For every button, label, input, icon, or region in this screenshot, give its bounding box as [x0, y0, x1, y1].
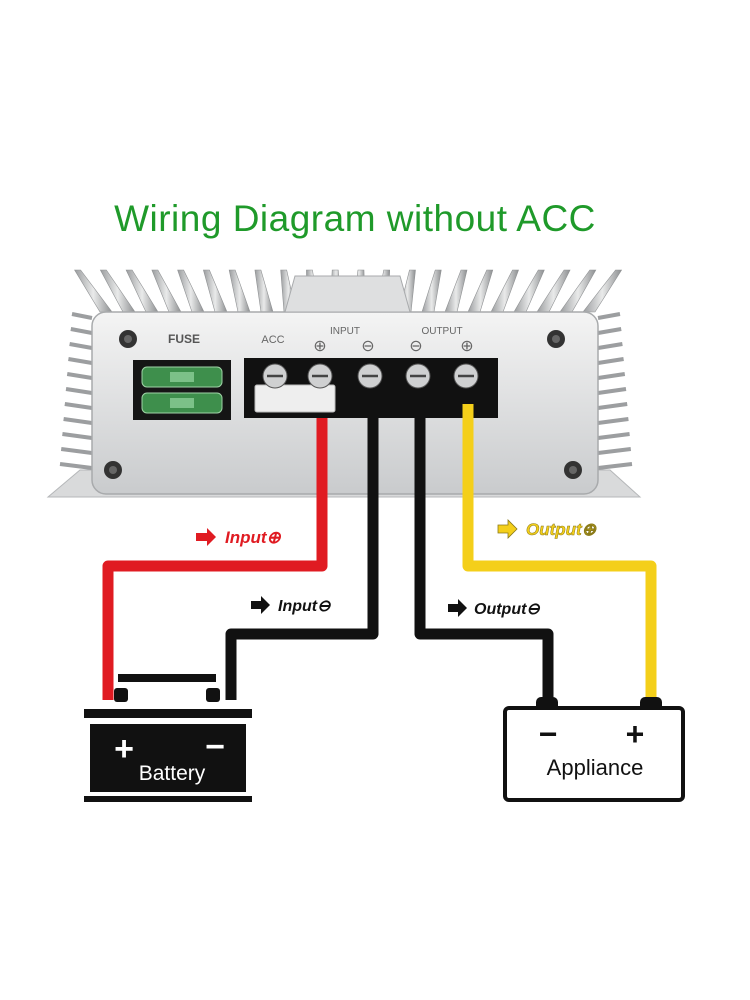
heatsink-side-fin: [597, 327, 622, 335]
diagram-title: Wiring Diagram without ACC: [114, 198, 596, 239]
heatsink-fin: [228, 269, 251, 313]
input-label: INPUT: [330, 326, 360, 337]
battery-body: [90, 724, 246, 792]
terminal-screw-icon: [262, 363, 288, 389]
acc-jumper: [254, 384, 336, 413]
heatsink-side-fin: [597, 417, 629, 425]
arrow-right-icon: [196, 528, 216, 546]
appliance-label: Appliance: [547, 755, 644, 780]
heatsink-fin: [467, 269, 494, 313]
label-output-positive-text: Output⊕: [526, 520, 597, 539]
label-output-negative: Output⊖: [448, 599, 540, 618]
terminal-screw-icon: [357, 363, 383, 389]
terminal-screw-icon: [453, 363, 479, 389]
battery-label: Battery: [139, 762, 206, 785]
mounting-tab: [284, 275, 411, 313]
heatsink-side-fin: [597, 432, 630, 440]
label-output-negative-text: Output⊖: [474, 601, 540, 618]
screw-icon: [564, 461, 582, 479]
terminal-screws: [262, 363, 479, 389]
heatsink-side-fin: [59, 462, 93, 470]
wire-output-negative: [414, 404, 554, 702]
converter-device: FUSE ACC INPUT OUTPUT ⊕ ⊖ ⊖ ⊕: [46, 269, 642, 498]
heatsink-side-fin: [62, 432, 93, 440]
fuse-label: FUSE: [168, 332, 200, 346]
heatsink-fin: [421, 269, 442, 313]
label-input-negative: Input⊖: [251, 596, 331, 615]
label-input-positive: Input⊕: [196, 528, 282, 547]
terminal-screw-icon: [307, 363, 333, 389]
battery-base: [84, 796, 252, 802]
arrow-right-icon: [448, 599, 467, 617]
heatsink-fin: [513, 269, 545, 313]
terminal-symbol: ⊕: [460, 338, 473, 355]
battery-terminal: [114, 688, 128, 702]
heatsink-side-fin: [65, 387, 93, 395]
battery-plus-sign: +: [114, 730, 134, 768]
terminal-symbol: ⊕: [313, 338, 326, 355]
wire-output-positive: [462, 404, 657, 702]
appliance-body: [503, 706, 685, 802]
wire-input-positive: [102, 418, 328, 700]
screw-icon: [104, 461, 122, 479]
heatsink-side-fin: [70, 327, 93, 335]
heatsink-side-fin: [597, 312, 621, 320]
appliance: − + Appliance: [503, 697, 685, 802]
battery-minus-sign: −: [205, 728, 225, 766]
screw-icon: [119, 330, 137, 348]
acc-label: ACC: [261, 334, 284, 346]
label-input-negative-text: Input⊖: [278, 598, 331, 615]
label-input-positive-text: Input⊕: [225, 528, 282, 547]
terminal-screw-icon: [405, 363, 431, 389]
heatsink-side-fin: [66, 372, 93, 380]
heatsink-side-fin: [63, 417, 93, 425]
heatsink-fin: [203, 269, 228, 313]
fuse-window: [170, 398, 194, 408]
heatsink-side-fins: [59, 312, 633, 470]
heatsink-side-fin: [69, 342, 93, 350]
heatsink-side-fin: [597, 462, 633, 470]
heatsink-fin: [177, 269, 205, 313]
heatsink-side-fin: [68, 357, 93, 365]
battery: + − Battery: [84, 674, 252, 802]
screw-icon: [547, 330, 565, 348]
heatsink-fin: [254, 269, 274, 313]
heatsink-side-fin: [64, 402, 93, 410]
heatsink-fin: [582, 269, 623, 313]
output-label: OUTPUT: [421, 326, 462, 337]
heatsink-fin: [151, 269, 182, 313]
appliance-minus-sign: −: [539, 716, 558, 752]
battery-terminal: [206, 688, 220, 702]
heatsink-side-fin: [71, 312, 93, 320]
heatsink-side-fin: [597, 402, 628, 410]
battery-top-bar: [118, 674, 216, 682]
label-output-positive: Output⊕: [497, 519, 597, 539]
heatsink-fin: [490, 269, 519, 313]
arrow-right-icon: [497, 519, 518, 539]
wire-input-negative: [225, 404, 379, 700]
heatsink-side-fin: [597, 447, 632, 455]
battery-lid: [84, 709, 252, 718]
fuse-window: [170, 372, 194, 382]
heatsink-side-fin: [597, 387, 627, 395]
heatsink-fin: [444, 269, 468, 313]
heatsink-side-fin: [60, 447, 93, 455]
heatsink-side-fin: [597, 342, 623, 350]
heatsink-side-fin: [597, 357, 624, 365]
terminal-symbol: ⊖: [361, 338, 374, 355]
heatsink-side-fin: [597, 372, 626, 380]
arrow-right-icon: [251, 596, 270, 614]
terminal-symbol: ⊖: [409, 338, 422, 355]
appliance-plus-sign: +: [626, 716, 645, 752]
